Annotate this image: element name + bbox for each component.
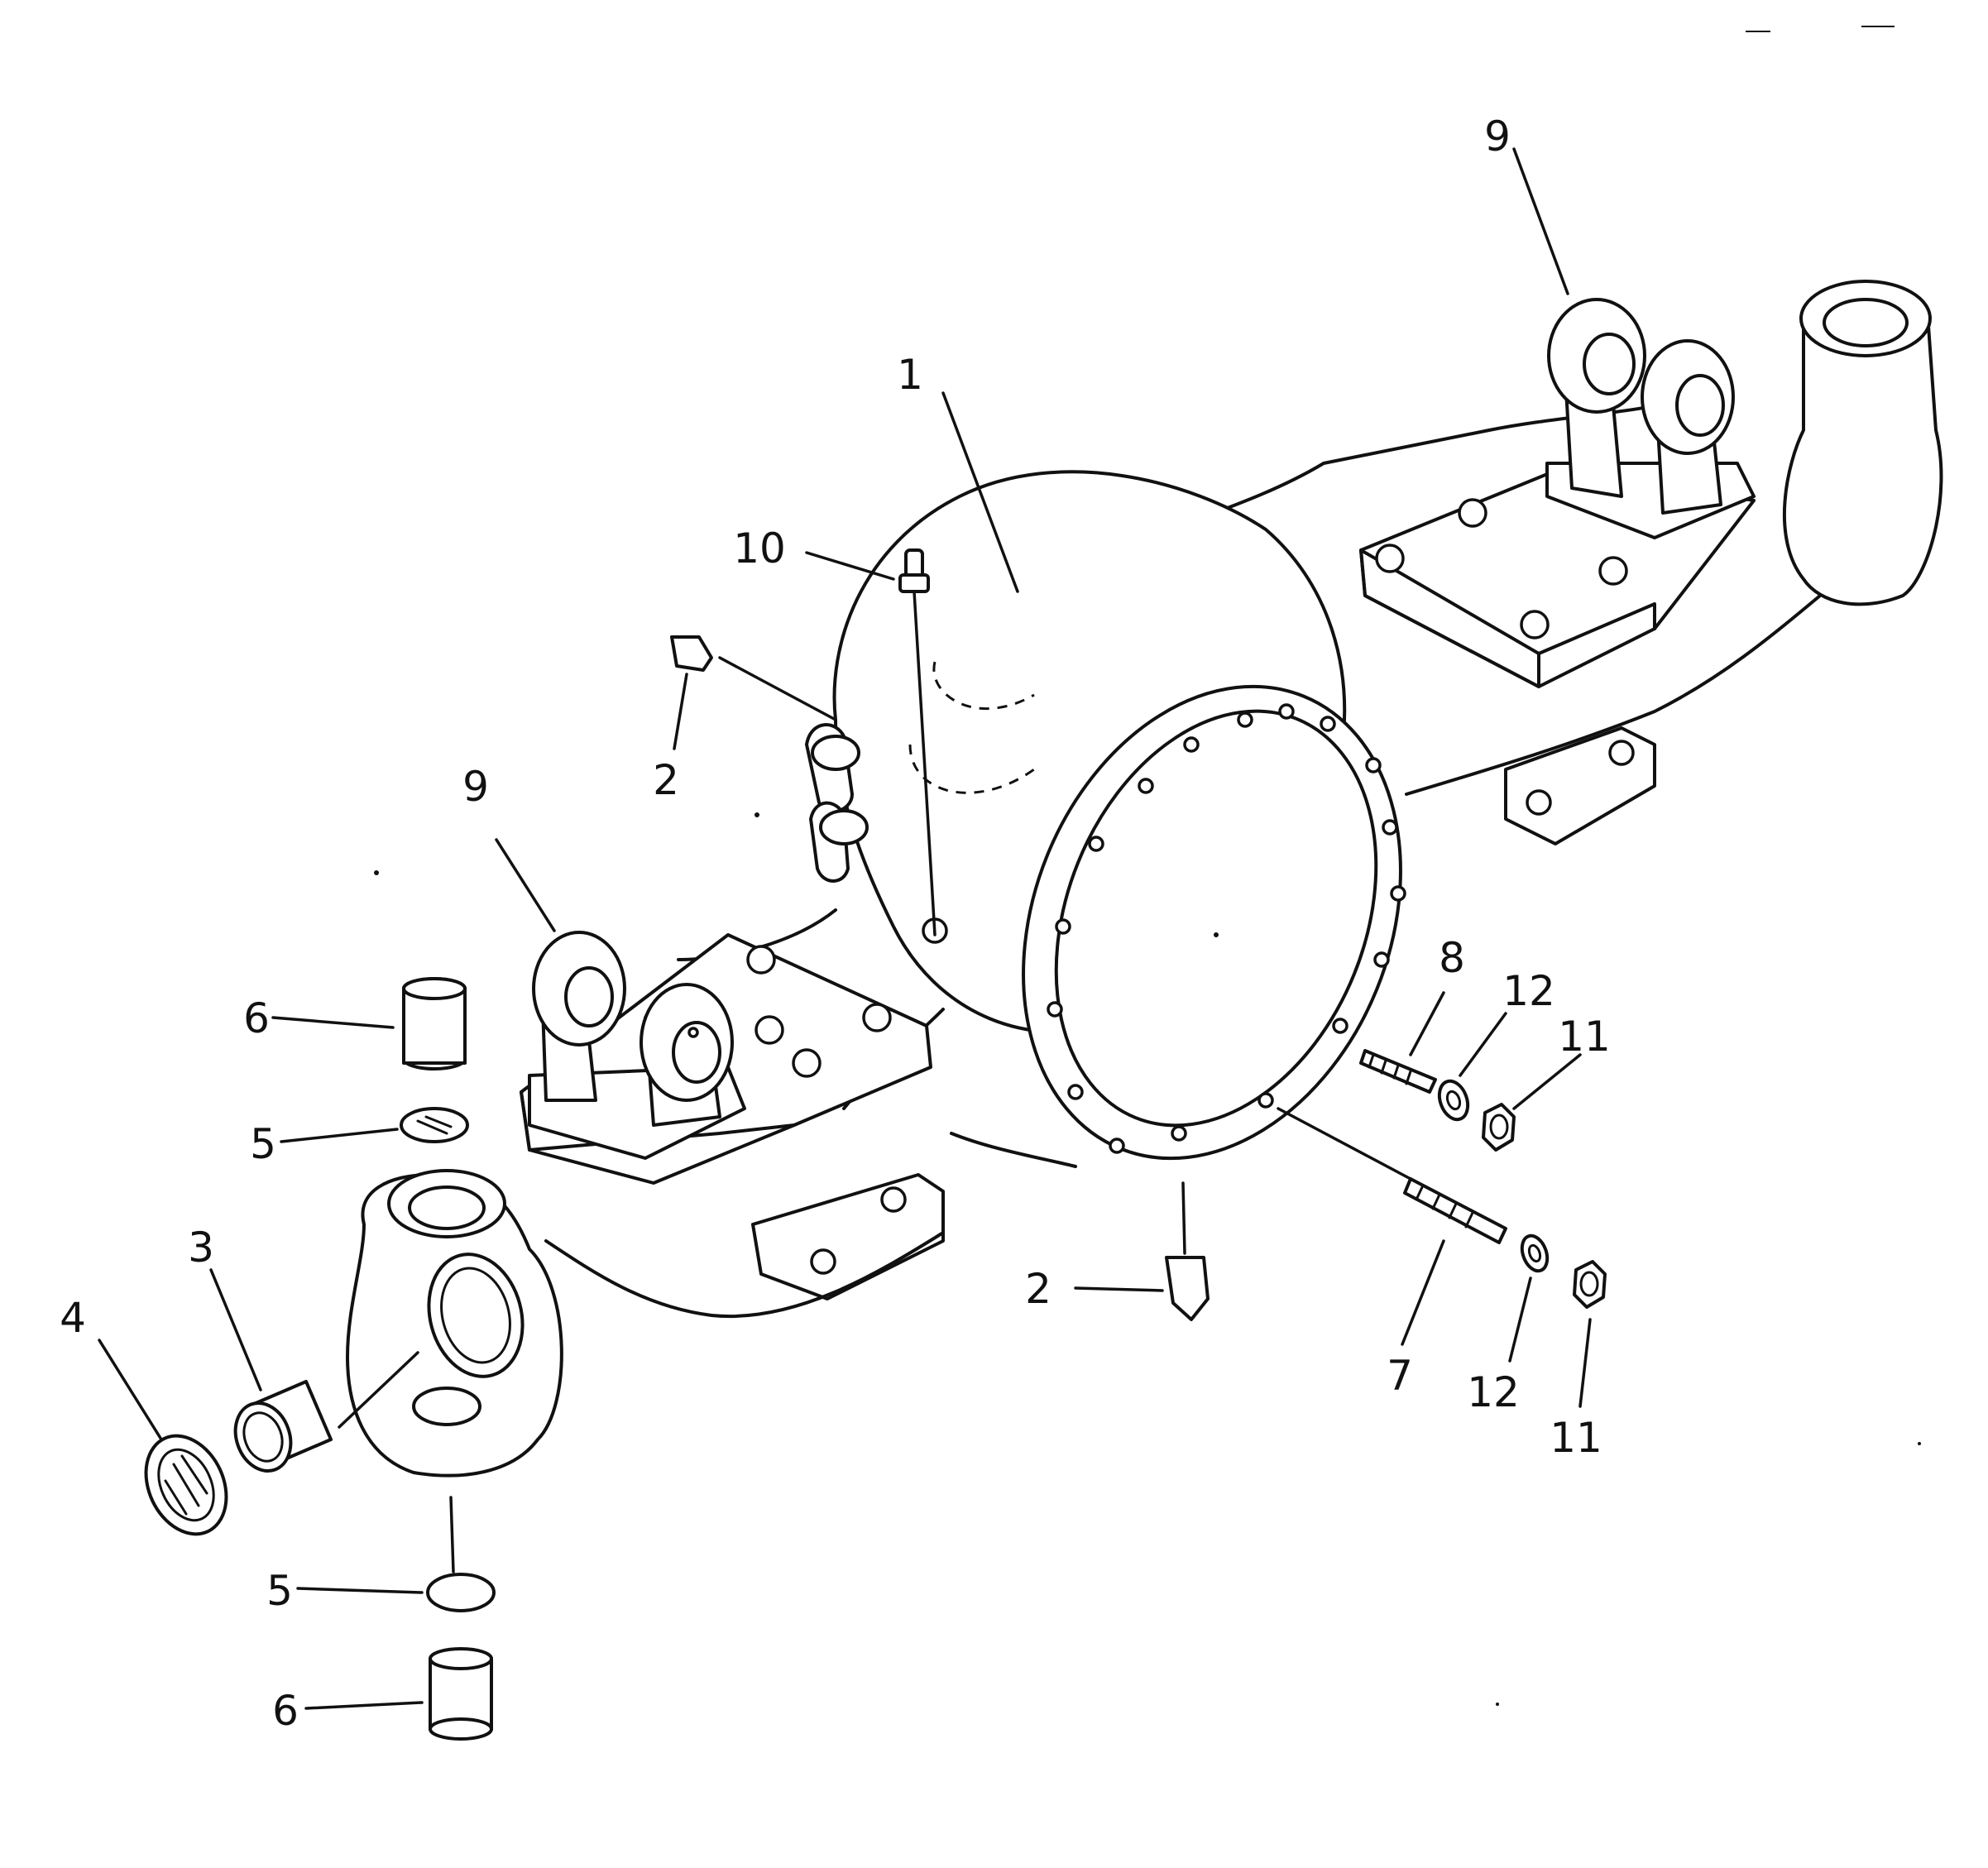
part-6-upper-bushing	[402, 977, 467, 1071]
callout-3: 3	[188, 1224, 214, 1272]
callout-12: 12	[1502, 967, 1555, 1015]
callout-4: 4	[60, 1294, 86, 1342]
part-4-seal	[144, 1434, 228, 1536]
callout-11: 11	[1558, 1013, 1611, 1061]
callout-2: 2	[1025, 1265, 1051, 1313]
callout-7: 7	[1387, 1352, 1413, 1400]
callout-9: 9	[1484, 113, 1511, 160]
callout-2: 2	[653, 756, 679, 804]
part-11-upper-nut	[1482, 1103, 1516, 1152]
callout-8: 8	[1439, 934, 1465, 982]
part-5-upper-shim	[400, 1107, 469, 1143]
scan-noise	[374, 26, 1921, 1706]
callout-5: 5	[266, 1567, 293, 1615]
part-10-breather	[898, 548, 937, 936]
callout-10: 10	[733, 524, 786, 572]
callout-labels: 1 2 2 3 4 5 5 6 6 7 8 9 9 10 11 11 12 12	[60, 113, 1611, 1735]
part-2-lower-plug	[1165, 1181, 1210, 1321]
part-7-stud	[1277, 1107, 1507, 1244]
part-8-stud	[1359, 1049, 1437, 1094]
axle-housing	[346, 280, 1943, 1478]
part-12-upper-washer	[1437, 1079, 1470, 1122]
part-11-lower-nut	[1573, 1260, 1607, 1309]
callout-6: 6	[272, 1687, 299, 1735]
callout-9: 9	[462, 763, 489, 811]
part-12-lower-washer	[1520, 1233, 1550, 1273]
callout-6: 6	[243, 994, 270, 1042]
part-6-lower-bushing	[429, 1647, 493, 1741]
flange-bolt-holes	[1047, 703, 1406, 1154]
leader-lines	[98, 147, 1592, 1710]
callout-11: 11	[1550, 1414, 1602, 1462]
callout-5: 5	[250, 1120, 276, 1168]
part-3-bushing	[233, 1351, 419, 1473]
part-2-upper-plug	[670, 635, 713, 672]
callout-12: 12	[1467, 1368, 1520, 1416]
part-5-lower-shim	[426, 1496, 496, 1612]
callout-1: 1	[897, 351, 923, 399]
